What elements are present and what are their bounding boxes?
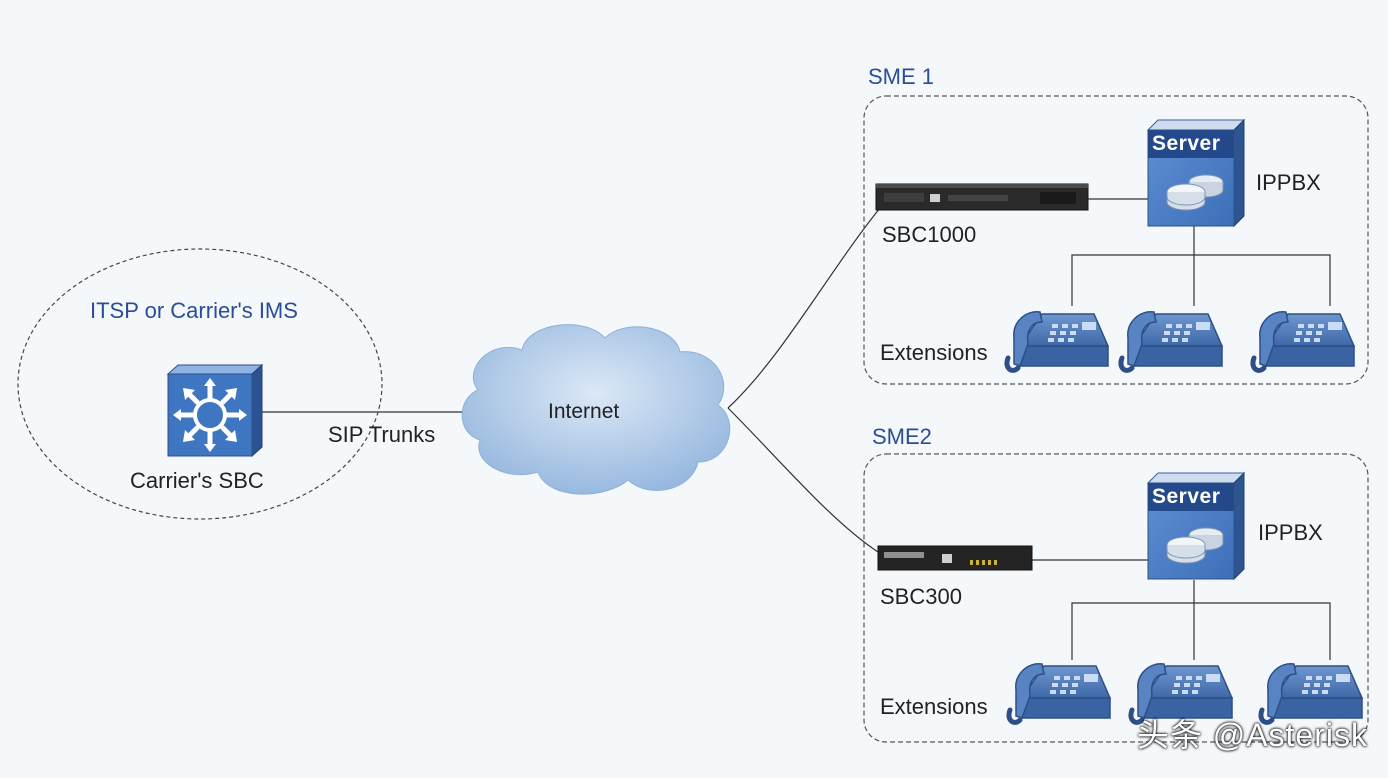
sme2-server-text: Server: [1152, 485, 1221, 508]
sme1-title: SME 1: [868, 64, 935, 89]
sme2-boundary: [863, 453, 1369, 743]
sbc1000-device: [875, 183, 1089, 211]
sme2-phone-tree: [1071, 580, 1331, 660]
link-internet-sbc1000: [727, 207, 881, 409]
sbc300-device: [877, 545, 1033, 571]
carrier-group-boundary: [17, 248, 383, 520]
sme2-title: SME2: [872, 424, 932, 449]
link-internet-sbc300: [727, 407, 879, 553]
sbc1000-label: SBC1000: [882, 222, 977, 247]
phone-icon: [1009, 664, 1110, 723]
carrier-group-label: ITSP or Carrier's IMS: [90, 298, 298, 323]
sme1-server-text: Server: [1152, 132, 1221, 155]
sip-trunks-label: SIP Trunks: [328, 422, 436, 447]
phone-icon: [1007, 312, 1108, 371]
sbc300-label: SBC300: [880, 584, 962, 609]
sme1-phone-tree: [1071, 226, 1331, 306]
watermark: 头条 @Asterisk: [1136, 717, 1368, 753]
sme2-ippbx-label: IPPBX: [1258, 520, 1323, 545]
phone-icon: [1253, 312, 1354, 371]
sme2-extensions-label: Extensions: [880, 694, 988, 719]
carrier-sbc-label: Carrier's SBC: [130, 468, 264, 493]
phone-icon: [1121, 312, 1222, 371]
sme1-ippbx-label: IPPBX: [1256, 170, 1321, 195]
internet-cloud: [461, 324, 731, 495]
sme1-boundary: [863, 95, 1369, 385]
carrier-sbc-device: [166, 363, 264, 458]
internet-label: Internet: [548, 400, 620, 423]
sme1-extensions-label: Extensions: [880, 340, 988, 365]
